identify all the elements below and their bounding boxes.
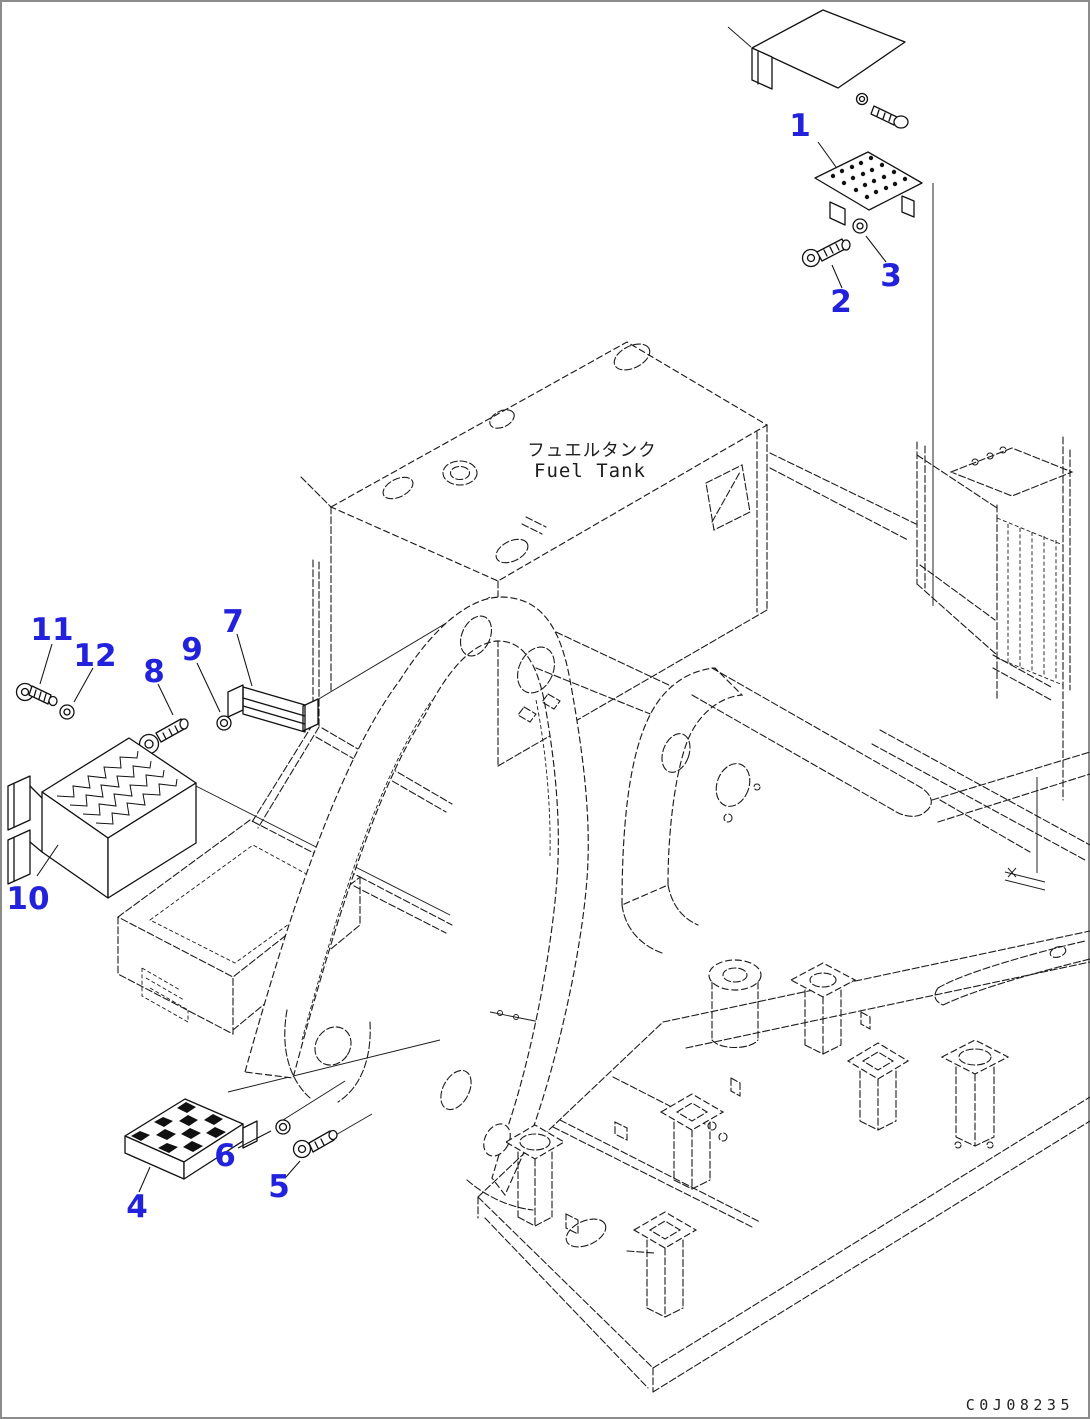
callout-8: 8 — [143, 654, 165, 690]
step-plate-part1 — [814, 151, 923, 226]
callout-6: 6 — [214, 1138, 236, 1174]
callout-9: 9 — [181, 632, 203, 668]
revolving-frame — [116, 183, 1090, 1393]
pedestals — [504, 962, 1010, 1318]
callout-10: 10 — [6, 881, 49, 917]
callout-5: 5 — [268, 1169, 290, 1205]
tank-handle-recess — [705, 464, 751, 531]
washer-part3 — [852, 218, 868, 234]
cover-plate — [727, 9, 909, 129]
lower-deck — [477, 930, 1090, 1393]
filler-cap — [442, 460, 478, 486]
pedestal — [659, 1093, 725, 1190]
bolt-part5 — [292, 1129, 338, 1159]
tread-holes — [830, 155, 908, 200]
fuel-tank-label-en: Fuel Tank — [534, 460, 646, 482]
checker-tread — [131, 1102, 226, 1153]
callout-4: 4 — [126, 1189, 148, 1225]
callout-1: 1 — [789, 108, 811, 144]
washer-part12 — [59, 704, 75, 720]
washer-part9 — [216, 715, 232, 731]
bolt-part2 — [801, 238, 851, 268]
left-arch — [244, 596, 589, 1211]
pedestal — [789, 962, 857, 1055]
callout-12: 12 — [73, 638, 116, 674]
fuel-tank-label-jp: フュエルタンク — [527, 441, 657, 461]
callout-2: 2 — [830, 284, 852, 320]
vent-louver — [141, 967, 189, 1023]
tread-pattern — [56, 750, 178, 825]
step-part10 — [7, 737, 197, 899]
callouts: 1 2 3 4 5 6 7 8 9 10 11 12 — [6, 108, 901, 1225]
bolt-part11 — [15, 682, 58, 707]
side-panel — [916, 436, 1074, 801]
callout-3: 3 — [880, 258, 902, 294]
pedestal — [504, 1124, 566, 1227]
pedestal — [846, 1042, 910, 1131]
step-part4 — [124, 1098, 258, 1180]
callout-7: 7 — [222, 604, 244, 640]
leader-lines — [36, 141, 887, 1193]
pedestal — [632, 1211, 698, 1318]
rear-beam — [691, 667, 1090, 861]
right-arch — [621, 667, 762, 1049]
callout-11: 11 — [30, 612, 73, 648]
drawing-code: C0J08235 — [966, 1396, 1074, 1414]
cover-bolt — [855, 92, 909, 129]
pedestal — [940, 1039, 1010, 1149]
bracket-part7 — [227, 684, 319, 733]
washer-part6 — [275, 1119, 291, 1135]
